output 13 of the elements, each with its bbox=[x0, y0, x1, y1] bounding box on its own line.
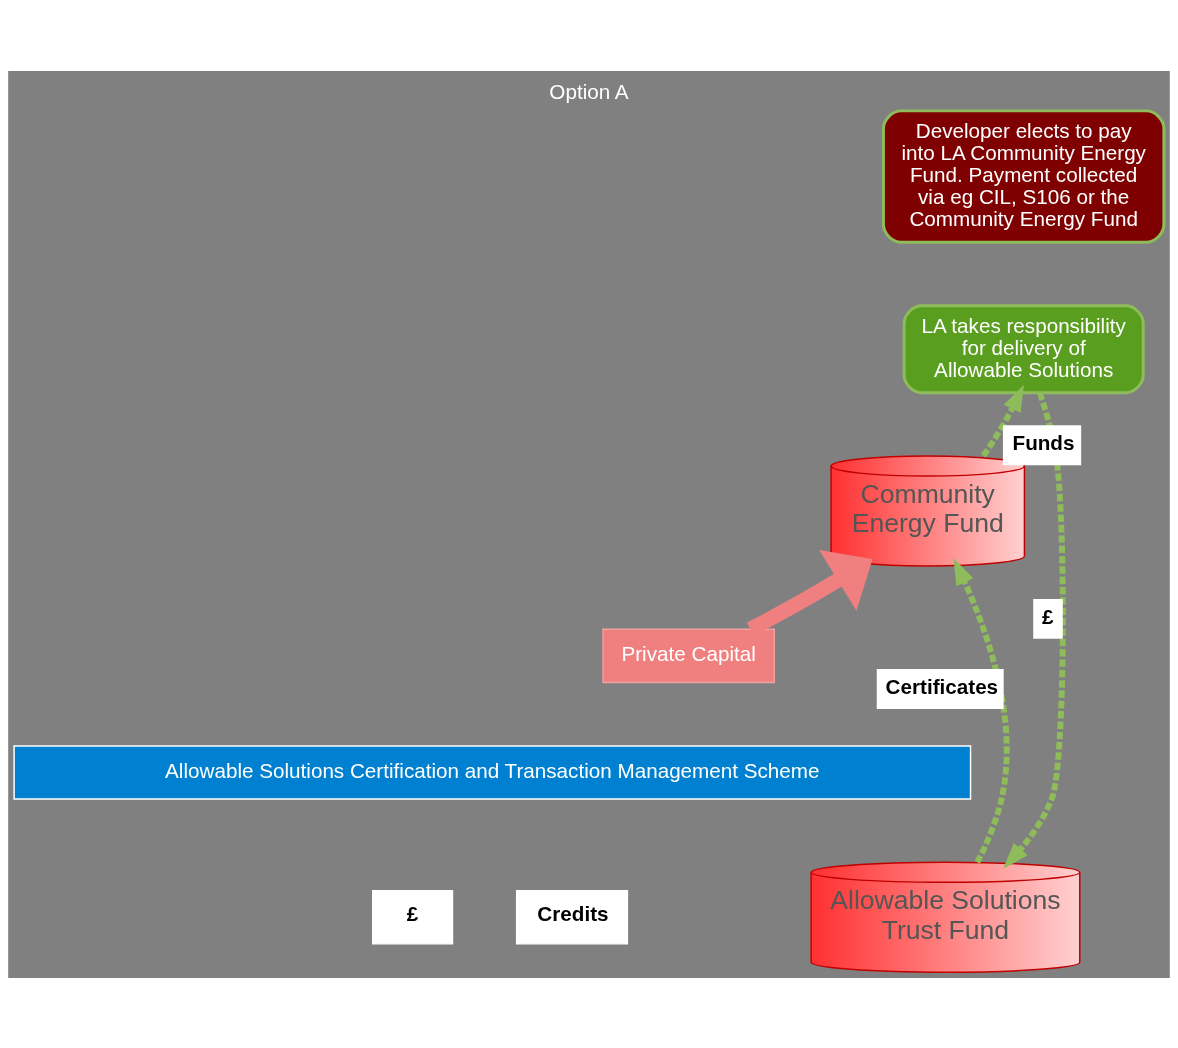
arrow bbox=[980, 384, 1024, 457]
diagram-title: Option A bbox=[549, 79, 629, 103]
arrow bbox=[1003, 391, 1066, 869]
node-box: Private Capital bbox=[602, 628, 775, 683]
edge-label: Funds bbox=[1012, 430, 1075, 454]
edge-label: £ bbox=[1042, 604, 1054, 628]
node-box: Allowable Solutions Certification and Transaction Management Scheme bbox=[13, 744, 972, 800]
label: £ bbox=[406, 901, 419, 925]
node-box: Developer elects to pay into LA Community Energy Fund. Payment collected via eg CIL, S106 or the Community Energy Fund bbox=[882, 108, 1166, 244]
label: Credits bbox=[537, 901, 609, 925]
arrow bbox=[953, 557, 1010, 864]
edge-label: Certificates bbox=[885, 674, 999, 698]
node-box: LA takes responsibility for delivery of Allowable Solutions bbox=[902, 303, 1145, 394]
